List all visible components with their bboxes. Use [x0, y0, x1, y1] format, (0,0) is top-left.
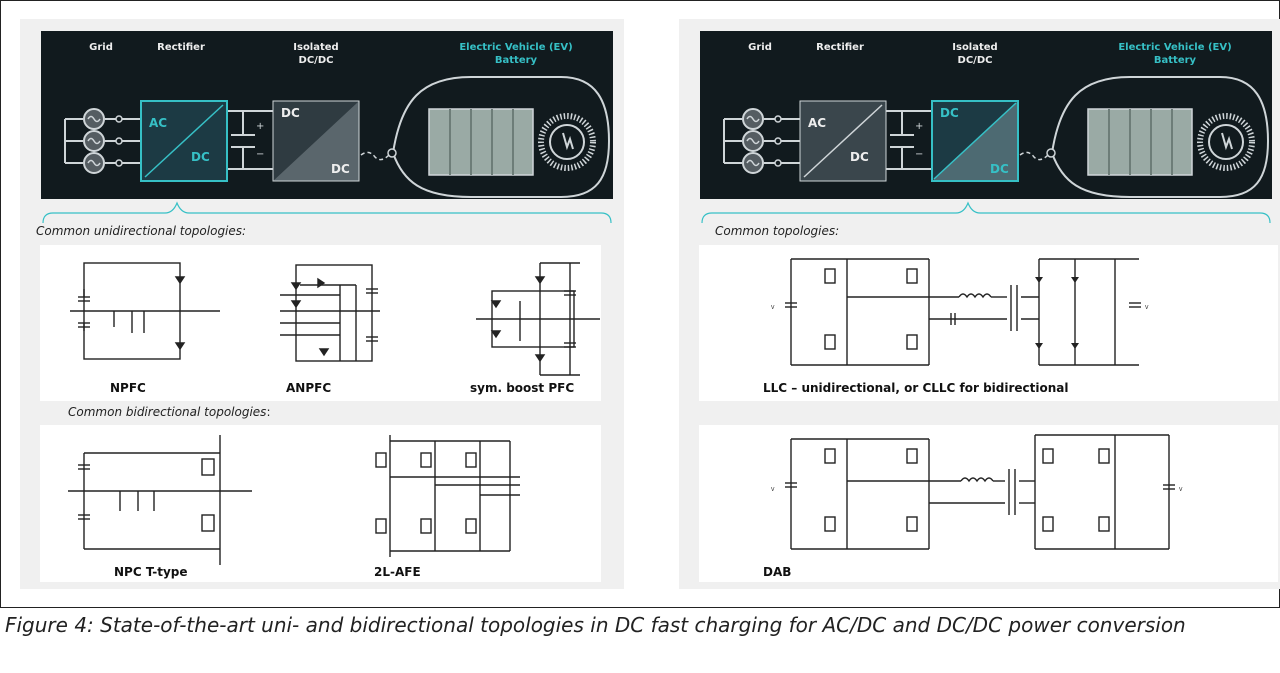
bi-caption-text: Common bidirectional topologies — [68, 405, 267, 419]
uni-schematics-svg — [70, 262, 600, 376]
bi-caption-colon: : — [266, 405, 271, 419]
common-topologies-caption: Common topologies: — [715, 224, 840, 238]
dcdc-block-highlight — [931, 100, 1019, 182]
llc-card: V V LLC – unidirectional, or CLLC for bi… — [699, 245, 1278, 401]
llc-label: LLC – unidirectional, or CLLC for bidire… — [763, 381, 1069, 395]
acdc-header-diagram: + − — [41, 31, 613, 199]
ac-block-label: AC — [149, 116, 168, 130]
dc-block-label: DC — [191, 150, 210, 164]
sym-boost-pfc-label: sym. boost PFC — [470, 381, 575, 395]
ev-battery-label: Battery — [494, 55, 538, 66]
isolated-label: Isolated — [293, 42, 339, 53]
dcdc-label: DC/DC — [298, 55, 334, 66]
ac-block-label-right: AC — [808, 116, 827, 130]
svg-text:+: + — [256, 121, 264, 132]
dab-label: DAB — [763, 565, 792, 579]
dcdc-in-label-right: DC — [940, 106, 959, 120]
svg-text:+: + — [915, 121, 923, 132]
dcdc-out-label: DC — [331, 162, 350, 176]
dc-block-label-right: DC — [850, 150, 869, 164]
ev-title-label-right: Electric Vehicle (EV) — [1118, 42, 1232, 53]
npc-ttype-label: NPC T-type — [114, 565, 188, 579]
rectifier-label: Rectifier — [157, 42, 205, 53]
rectifier-bracket — [42, 201, 612, 224]
dcdc-in-label: DC — [281, 106, 300, 120]
dcdc-label-right: DC/DC — [957, 55, 993, 66]
ev-battery-label-right: Battery — [1153, 55, 1197, 66]
acdc-panel: + − — [20, 19, 624, 589]
grid-label: Grid — [89, 42, 113, 53]
isolated-label-right: Isolated — [952, 42, 998, 53]
dcdc-panel: + − — [679, 19, 1280, 589]
figure-frame: + − — [0, 0, 1280, 608]
dab-card: V V DAB — [699, 425, 1278, 582]
bi-topologies-card: NPC T-type 2L-AFE — [40, 425, 601, 582]
bi-caption: Common bidirectional topologies: — [68, 405, 270, 419]
grid-label-right: Grid — [748, 42, 772, 53]
llc-schematic-svg: V V — [771, 258, 1149, 366]
charger-chain-svg-right: + − — [723, 76, 1270, 198]
svg-text:V: V — [1145, 305, 1149, 311]
uni-caption: Common unidirectional topologies: — [36, 224, 247, 238]
figure-caption: Figure 4: State-of-the-art uni- and bidi… — [5, 613, 1186, 637]
dcdc-header-diagram: + − — [700, 31, 1272, 199]
charger-chain-svg: + − — [64, 76, 611, 198]
bi-schematics-svg — [68, 435, 520, 565]
anpfc-label: ANPFC — [286, 381, 332, 395]
svg-text:V: V — [771, 305, 775, 311]
uni-topologies-card: NPFC ANPFC sym. boost PFC — [40, 245, 601, 401]
npfc-label: NPFC — [110, 381, 146, 395]
dab-schematic-svg: V V — [771, 434, 1183, 550]
dcdc-bracket — [701, 201, 1271, 224]
svg-text:−: − — [915, 149, 923, 160]
svg-text:V: V — [1179, 487, 1183, 493]
afe-label: 2L-AFE — [374, 565, 421, 579]
svg-text:V: V — [771, 487, 775, 493]
dcdc-out-label-right: DC — [990, 162, 1009, 176]
rectifier-label-right: Rectifier — [816, 42, 864, 53]
ev-title-label: Electric Vehicle (EV) — [459, 42, 573, 53]
svg-text:−: − — [256, 149, 264, 160]
